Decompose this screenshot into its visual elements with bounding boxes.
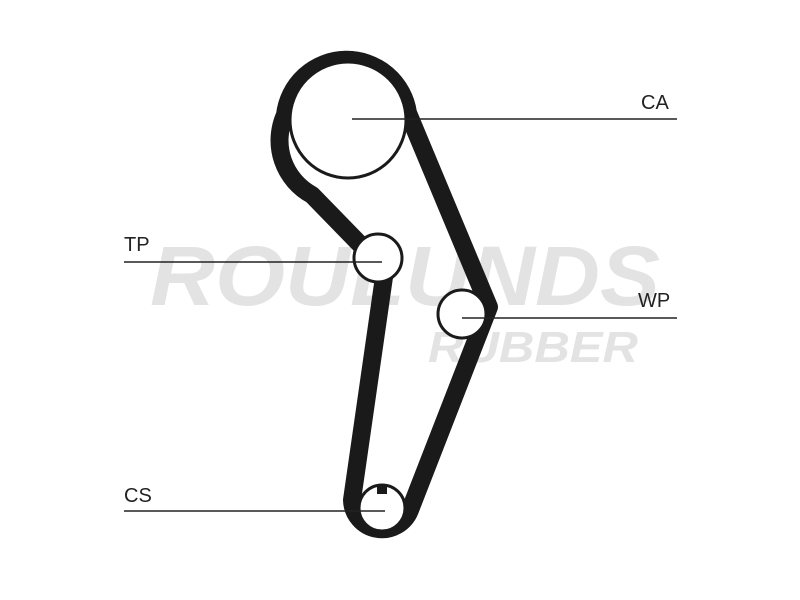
water-pump-pulley (436, 288, 488, 340)
label-wp: WP (638, 290, 670, 312)
crankshaft-pulley-key (377, 485, 387, 494)
label-ca: CA (641, 92, 669, 114)
camshaft-pulley (288, 60, 408, 180)
camshaft-pulley-key (282, 110, 291, 128)
watermark: ROULUNDS RUBBER (150, 229, 660, 372)
label-tp: TP (124, 234, 150, 256)
label-cs: CS (124, 485, 152, 507)
watermark-line1: ROULUNDS (150, 229, 660, 323)
tensioner-pulley (352, 232, 404, 284)
